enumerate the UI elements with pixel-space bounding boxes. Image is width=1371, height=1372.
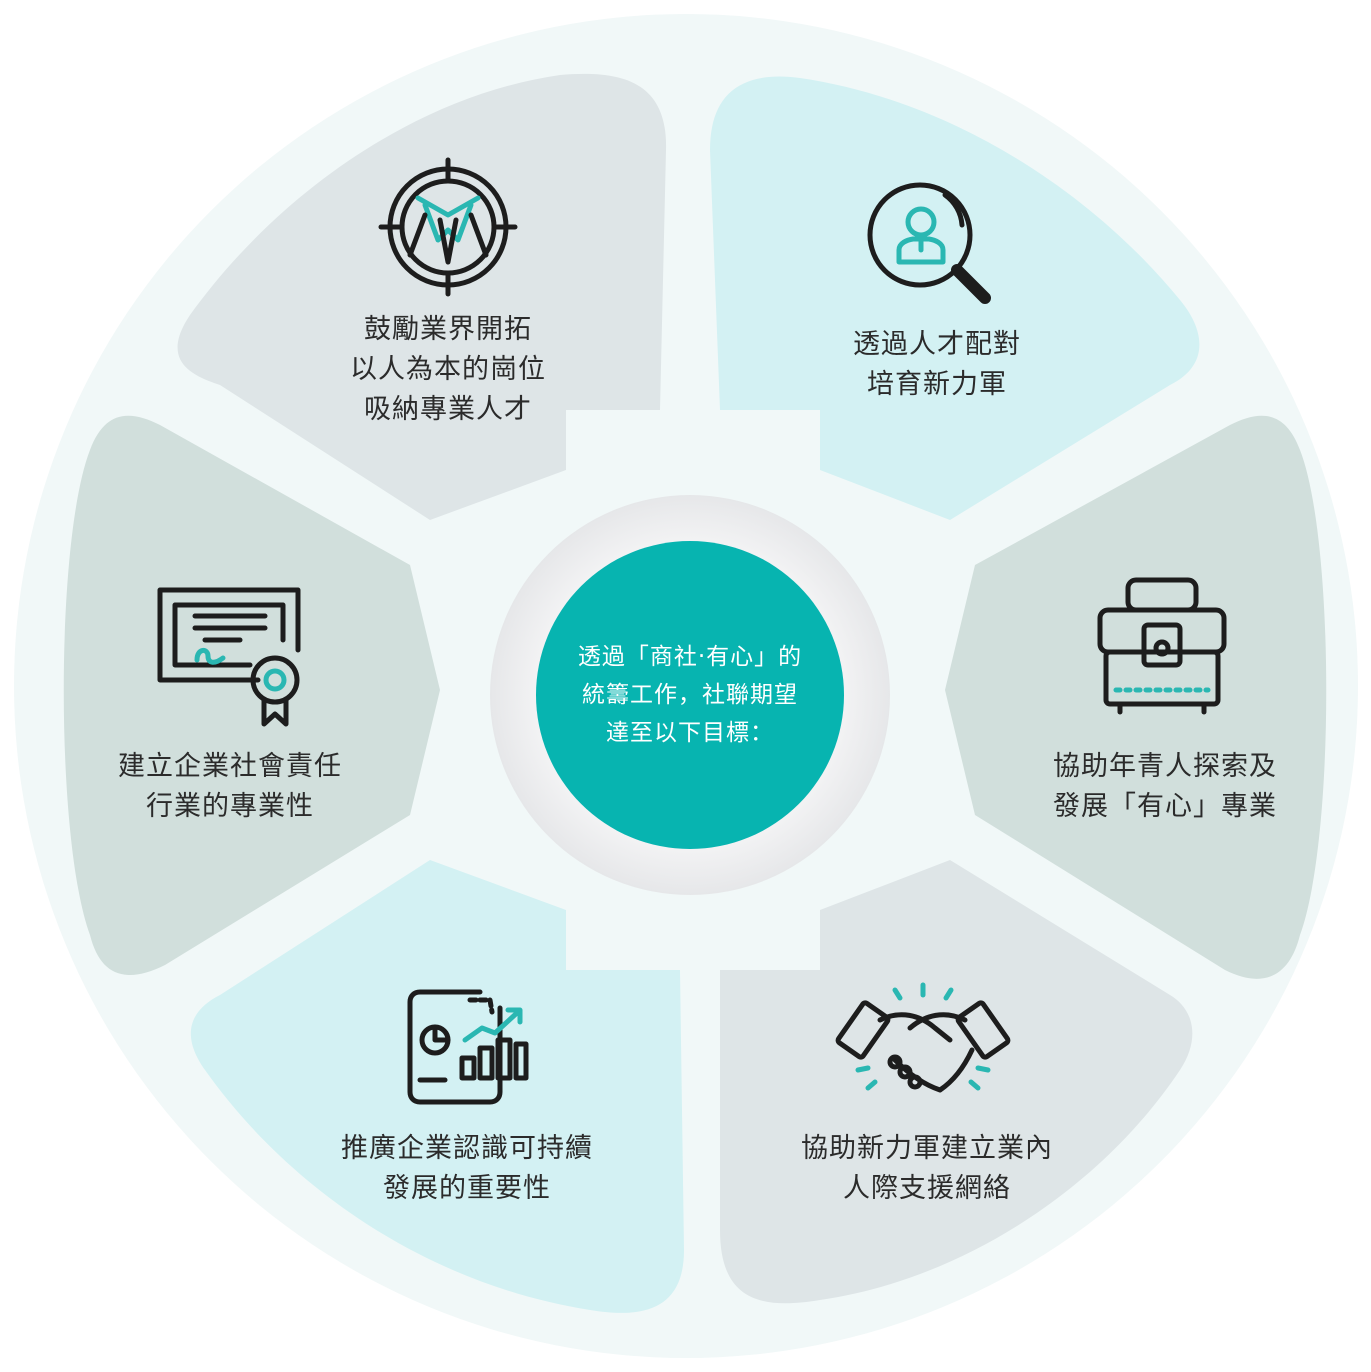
- segment-top-left: [177, 73, 667, 520]
- certificate-icon: [157, 587, 301, 727]
- segment-bottom-right: [720, 860, 1193, 1304]
- top-left-label-line-3: 吸納專業人才: [364, 394, 532, 425]
- top-right-label-line-2: 培育新力軍: [867, 369, 1007, 400]
- target-employee-icon: [378, 157, 518, 297]
- top-left-label-line-2: 以人為本的崗位: [350, 354, 546, 385]
- handshake-icon: [835, 982, 1011, 1093]
- segment-left: [63, 415, 440, 976]
- right-label-line-1: 協助年青人探索及: [1053, 751, 1277, 782]
- segment-bottom-left: [190, 860, 685, 1313]
- left-label-line-2: 行業的專業性: [146, 791, 314, 822]
- center-text-line-1: 透過「商社‧有心」的: [578, 644, 802, 670]
- center-text-line-2: 統籌工作，社聯期望: [582, 682, 798, 708]
- left-label-line-1: 建立企業社會責任: [118, 751, 342, 782]
- report-chart-icon: [407, 989, 529, 1105]
- center-text-line-3: 達至以下目標：: [606, 720, 774, 746]
- center-circle: [536, 541, 844, 849]
- bottom-right-label-line-1: 協助新力軍建立業內: [801, 1133, 1053, 1164]
- talent-search-icon: [867, 182, 991, 304]
- bottom-left-label-line-2: 發展的重要性: [383, 1173, 551, 1204]
- bottom-left-label-line-1: 推廣企業認識可持續: [341, 1133, 593, 1164]
- bottom-right-label-line-2: 人際支援網絡: [843, 1173, 1011, 1204]
- right-label-line-2: 發展「有心」專業: [1053, 791, 1277, 822]
- segment-top-right: [710, 76, 1200, 520]
- segment-right: [945, 415, 1327, 979]
- top-left-label-line-1: 鼓勵業界開拓: [364, 314, 532, 345]
- top-right-label-line-1: 透過人才配對: [853, 329, 1021, 360]
- toolbox-icon: [1097, 577, 1227, 715]
